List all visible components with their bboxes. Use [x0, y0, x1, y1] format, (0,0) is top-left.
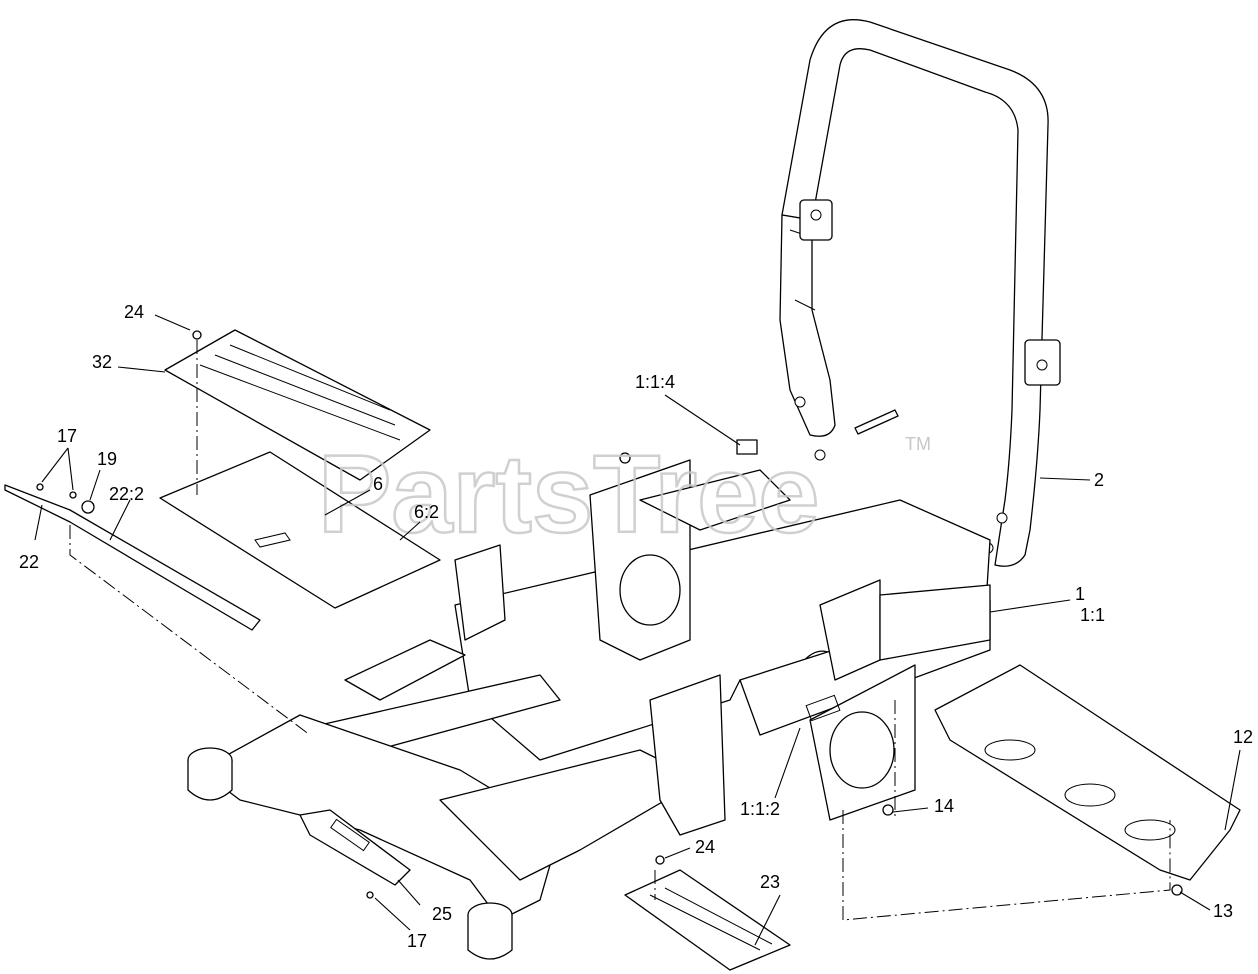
- callout-2: 2: [1094, 470, 1104, 490]
- nut-top: [619, 452, 631, 464]
- bolt-17-a: [69, 491, 77, 499]
- watermark-text: PartsTree: [318, 433, 819, 556]
- callout-22: 22: [19, 552, 39, 572]
- callout-14: 14: [934, 796, 954, 816]
- callout-22-2: 22:2: [109, 484, 144, 504]
- nut-14: [882, 804, 894, 816]
- screw-24-top: [192, 330, 202, 340]
- callout-24-top: 24: [124, 302, 144, 322]
- main-frame-part-1: [187, 459, 991, 960]
- partstree-watermark: PartsTree TM: [317, 432, 931, 558]
- skid-plate-part-12: [934, 664, 1241, 881]
- callout-labels: 24 32 17 19 22:2 22 6 6:2 1:1:4 2 1 1:1 …: [19, 302, 1253, 951]
- roll-bar-part-2: [779, 19, 1061, 567]
- screw-24-bottom: [655, 855, 665, 865]
- callout-1-1-4: 1:1:4: [635, 372, 675, 392]
- callout-1-1-2: 1:1:2: [740, 799, 780, 819]
- callout-23: 23: [760, 872, 780, 892]
- pin-bolt: [854, 409, 899, 435]
- bracket-part-25: [299, 809, 411, 886]
- callout-6-2: 6:2: [414, 502, 439, 522]
- knob-19: [81, 500, 95, 514]
- callout-1-1: 1:1: [1080, 605, 1105, 625]
- center-lines: [196, 340, 1171, 921]
- hardware: [36, 330, 1183, 899]
- control-panel-plate: [344, 639, 466, 701]
- callout-13: 13: [1213, 901, 1233, 921]
- side-rail-part-22: [4, 484, 311, 736]
- callout-24-bottom: 24: [695, 837, 715, 857]
- callout-6: 6: [373, 474, 383, 494]
- callout-12: 12: [1233, 727, 1253, 747]
- callout-1: 1: [1075, 584, 1085, 604]
- decal-1-1-4: [736, 439, 758, 455]
- nut-13: [1171, 884, 1183, 896]
- bolt-17-b: [36, 483, 44, 491]
- seat-pan-part-6: [159, 451, 441, 609]
- callout-19: 19: [97, 449, 117, 469]
- callout-17-left: 17: [57, 426, 77, 446]
- floor-plate-part-32: [164, 329, 431, 481]
- bolt-17-c: [366, 891, 374, 899]
- step-plate-part-23: [624, 869, 791, 971]
- watermark-trademark: TM: [905, 434, 931, 454]
- callout-32: 32: [92, 352, 112, 372]
- callout-17-bottom: 17: [407, 931, 427, 951]
- leader-lines: [34, 314, 1241, 946]
- callout-25: 25: [432, 904, 452, 924]
